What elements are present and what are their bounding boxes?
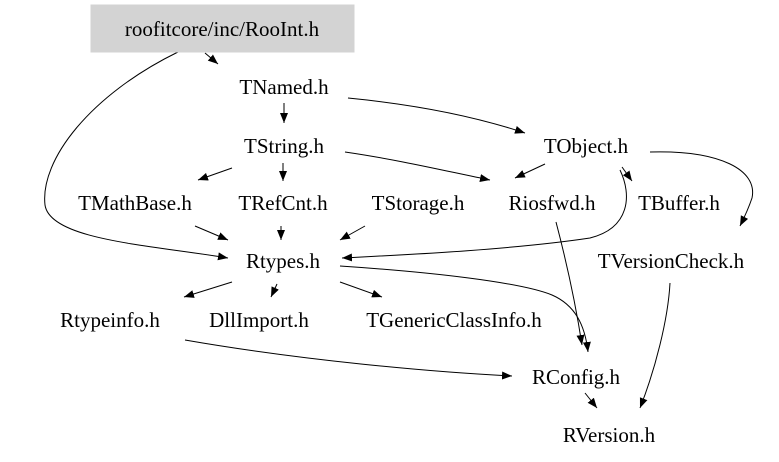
edge-tstring-tmathbase (197, 167, 233, 181)
node-tbuffer[interactable]: TBuffer.h (638, 191, 720, 215)
node-tversioncheck[interactable]: TVersionCheck.h (598, 249, 745, 273)
edge-rtypeinfo-rconfig (184, 339, 513, 380)
edge-rtypes-rconfig (339, 265, 591, 353)
nodes: roofitcore/inc/RooInt.h TNamed.h TString… (60, 4, 745, 447)
node-riosfwd[interactable]: Riosfwd.h (509, 191, 596, 215)
node-tstorage[interactable]: TStorage.h (372, 191, 465, 215)
node-rversion[interactable]: RVersion.h (563, 423, 656, 447)
node-rtypes[interactable]: Rtypes.h (246, 249, 321, 273)
edge-tmathbase-rtypes (194, 225, 229, 241)
edge-rtypes-dllimport (270, 283, 279, 298)
root-node-box (90, 4, 355, 53)
node-rconfig[interactable]: RConfig.h (532, 365, 621, 389)
node-dllimport[interactable]: DllImport.h (209, 308, 309, 332)
edge-tnamed-tobject (347, 97, 526, 134)
node-rtypeinfo[interactable]: Rtypeinfo.h (60, 308, 160, 332)
node-tnamed[interactable]: TNamed.h (239, 75, 329, 99)
edge-rtypes-tgenericclassinfo (339, 281, 383, 298)
edge-tobject-rtypes (341, 169, 627, 262)
edge-riosfwd-rconfig (555, 221, 585, 346)
edge-tstring-riosfwd (344, 151, 491, 182)
edges (44, 51, 754, 409)
node-tgenericclassinfo[interactable]: TGenericClassInfo.h (366, 308, 542, 332)
node-tmathbase[interactable]: TMathBase.h (78, 191, 192, 215)
node-tstring[interactable]: TString.h (244, 134, 324, 158)
edge-rconfig-rversion (584, 392, 598, 409)
edge-rooint-tnamed (204, 52, 219, 65)
edge-rooint-rtypes (44, 51, 229, 261)
edge-tobject-tbuffer (621, 166, 633, 182)
edge-tstorage-rtypes (339, 225, 366, 241)
edge-tobject-riosfwd (514, 163, 546, 179)
edge-rtypes-rtypeinfo (183, 281, 233, 298)
node-trefcnt[interactable]: TRefCnt.h (238, 191, 328, 215)
edge-tobject-tversioncheck (649, 151, 754, 227)
node-tobject[interactable]: TObject.h (544, 134, 629, 158)
node-rooint[interactable]: roofitcore/inc/RooInt.h (125, 17, 320, 41)
edge-tversioncheck-rversion (639, 282, 671, 409)
